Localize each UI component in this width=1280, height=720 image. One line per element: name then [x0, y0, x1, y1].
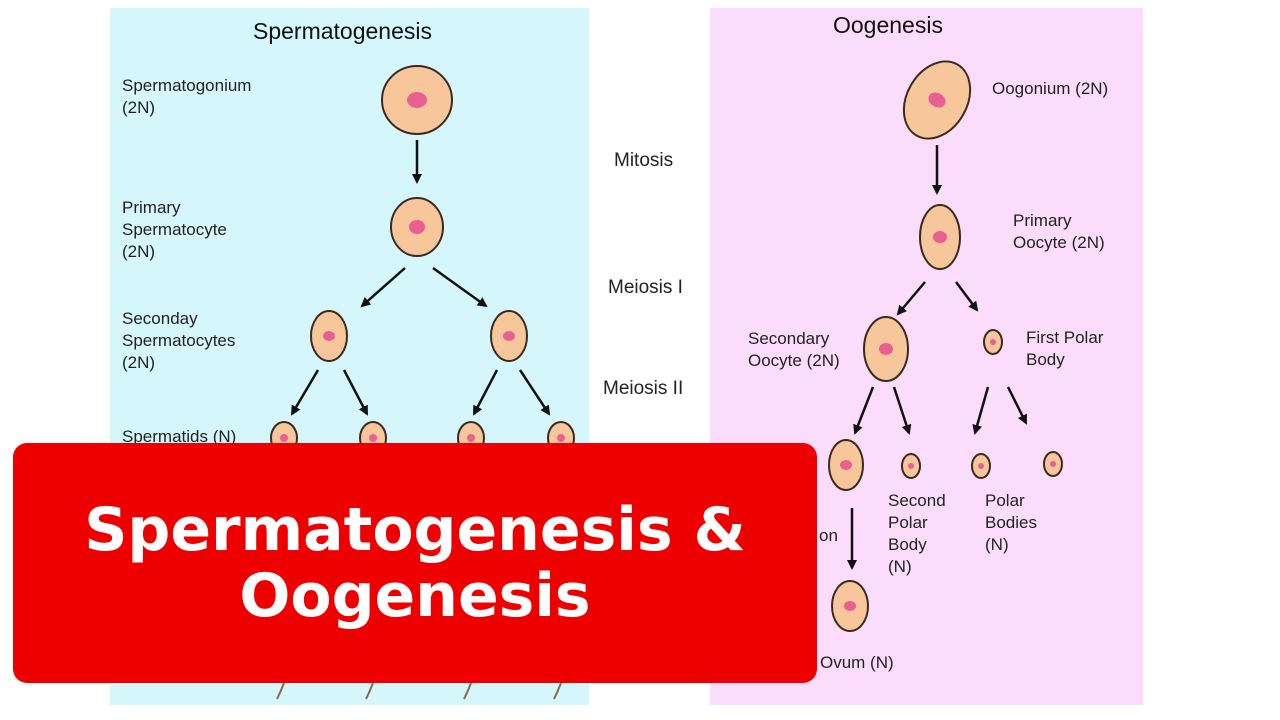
mitosis-label: Mitosis [614, 150, 674, 171]
meiosis2-arrow-oo-2 [892, 386, 912, 435]
oogenesis-title: Oogenesis [833, 12, 943, 38]
meiosis2-arrow-oo-3 [972, 386, 990, 435]
sperm-tail-2 [365, 682, 374, 700]
meiosis1-arrow-sperm-left [360, 267, 406, 308]
secondary-spermatocyte-right [490, 310, 528, 362]
primary-oocyte-cell [919, 204, 961, 270]
secondary-spermatocytes-label: Seconday Spermatocytes (2N) [122, 309, 236, 372]
primary-spermatocyte-cell [390, 197, 444, 257]
ovum-cell [831, 580, 869, 632]
sperm-tail-1 [276, 682, 285, 700]
ovum-label: Ovum (N) [820, 653, 894, 672]
ootid-partial-label: on [819, 526, 838, 545]
meiosis-1-label: Meiosis I [608, 277, 683, 298]
polar-bodies-label: Polar Bodies (N) [985, 491, 1037, 554]
ootid-cell [828, 439, 864, 491]
meiosis2-arrow-oo-4 [1006, 386, 1028, 425]
second-polar-body-cell [901, 453, 921, 479]
secondary-oocyte-label: Secondary Oocyte (2N) [748, 329, 840, 370]
first-polar-body-label: First Polar Body [1026, 328, 1104, 369]
secondary-oocyte-cell [863, 316, 909, 382]
secondary-spermatocyte-left [310, 310, 348, 362]
meiosis1-arrow-oo-left [896, 281, 926, 316]
polar-body-cell-2 [1043, 451, 1063, 477]
spermatogonium-cell [381, 65, 453, 135]
meiosis2-arrow-oo-1 [853, 386, 875, 435]
meiosis2-arrow-4 [518, 369, 551, 416]
spermatogonium-label: Spermatogonium (2N) [122, 76, 252, 117]
second-polar-body-label: Second Polar Body (N) [888, 491, 946, 576]
spermatids-label: Spermatids (N) [122, 427, 237, 446]
sperm-tail-4 [553, 682, 562, 700]
meiosis2-arrow-1 [290, 369, 320, 416]
title-banner: Spermatogenesis & Oogenesis [13, 443, 817, 683]
meiosis2-arrow-3 [472, 369, 499, 416]
polar-body-cell-1 [971, 453, 991, 479]
oogonium-label: Oogonium (2N) [992, 79, 1109, 98]
oogonium-cell [902, 60, 972, 140]
banner-title: Spermatogenesis & Oogenesis [84, 495, 746, 631]
meiosis2-arrow-2 [342, 369, 369, 416]
primary-spermatocyte-label: Primary Spermatocyte (2N) [122, 198, 227, 261]
primary-oocyte-label: Primary Oocyte (2N) [1013, 211, 1105, 252]
sperm-tail-3 [463, 682, 472, 700]
first-polar-body-cell [983, 329, 1003, 355]
meiosis-2-label: Meiosis II [603, 378, 684, 399]
meiosis1-arrow-sperm-right [432, 266, 488, 308]
meiosis1-arrow-oo-right [955, 281, 979, 312]
spermatogenesis-title: Spermatogenesis [253, 18, 432, 44]
